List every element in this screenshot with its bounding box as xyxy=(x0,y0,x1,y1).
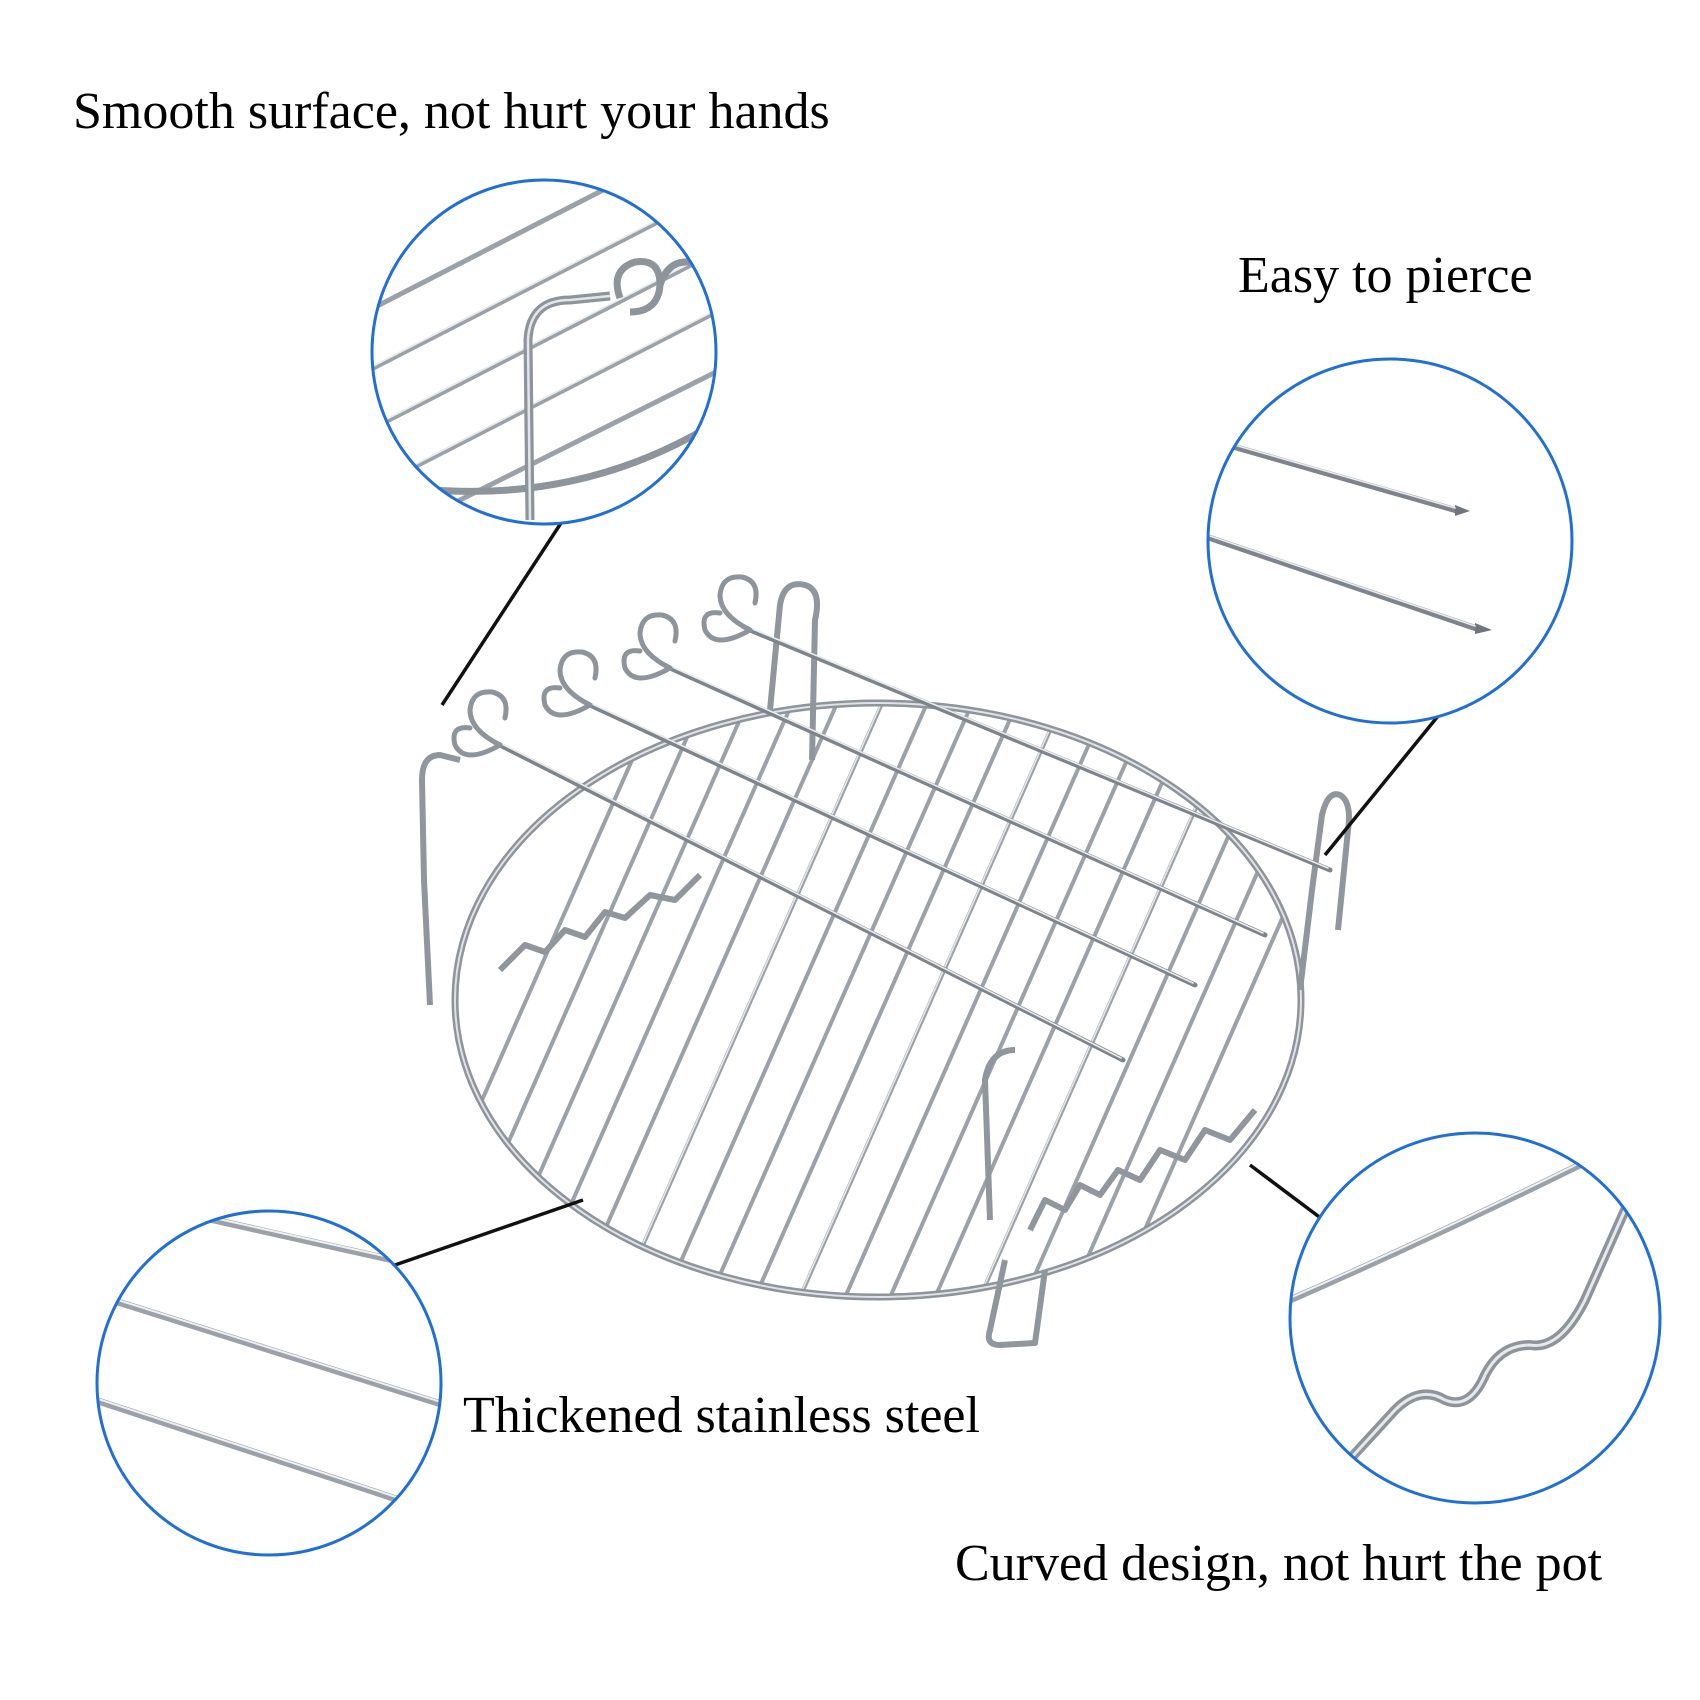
skewers xyxy=(451,574,1333,1063)
detail-circle-handle xyxy=(370,178,718,526)
rack-rim xyxy=(451,699,1305,1301)
detail-circle-skewer-tips xyxy=(1206,357,1574,725)
grill-rack xyxy=(419,574,1352,1348)
rack-legs xyxy=(419,581,1352,1348)
leader-lines xyxy=(394,519,1449,1267)
detail-circle-bars xyxy=(95,1209,443,1557)
caption-curved-design: Curved design, not hurt the pot xyxy=(955,1535,1603,1592)
caption-easy-to-pierce: Easy to pierce xyxy=(1238,247,1533,304)
caption-stainless-steel: Thickened stainless steel xyxy=(463,1387,980,1444)
caption-smooth-surface: Smooth surface, not hurt your hands xyxy=(73,83,830,140)
detail-circle-curved-leg xyxy=(1288,1131,1662,1505)
rack-grid-bars xyxy=(455,703,1301,1297)
